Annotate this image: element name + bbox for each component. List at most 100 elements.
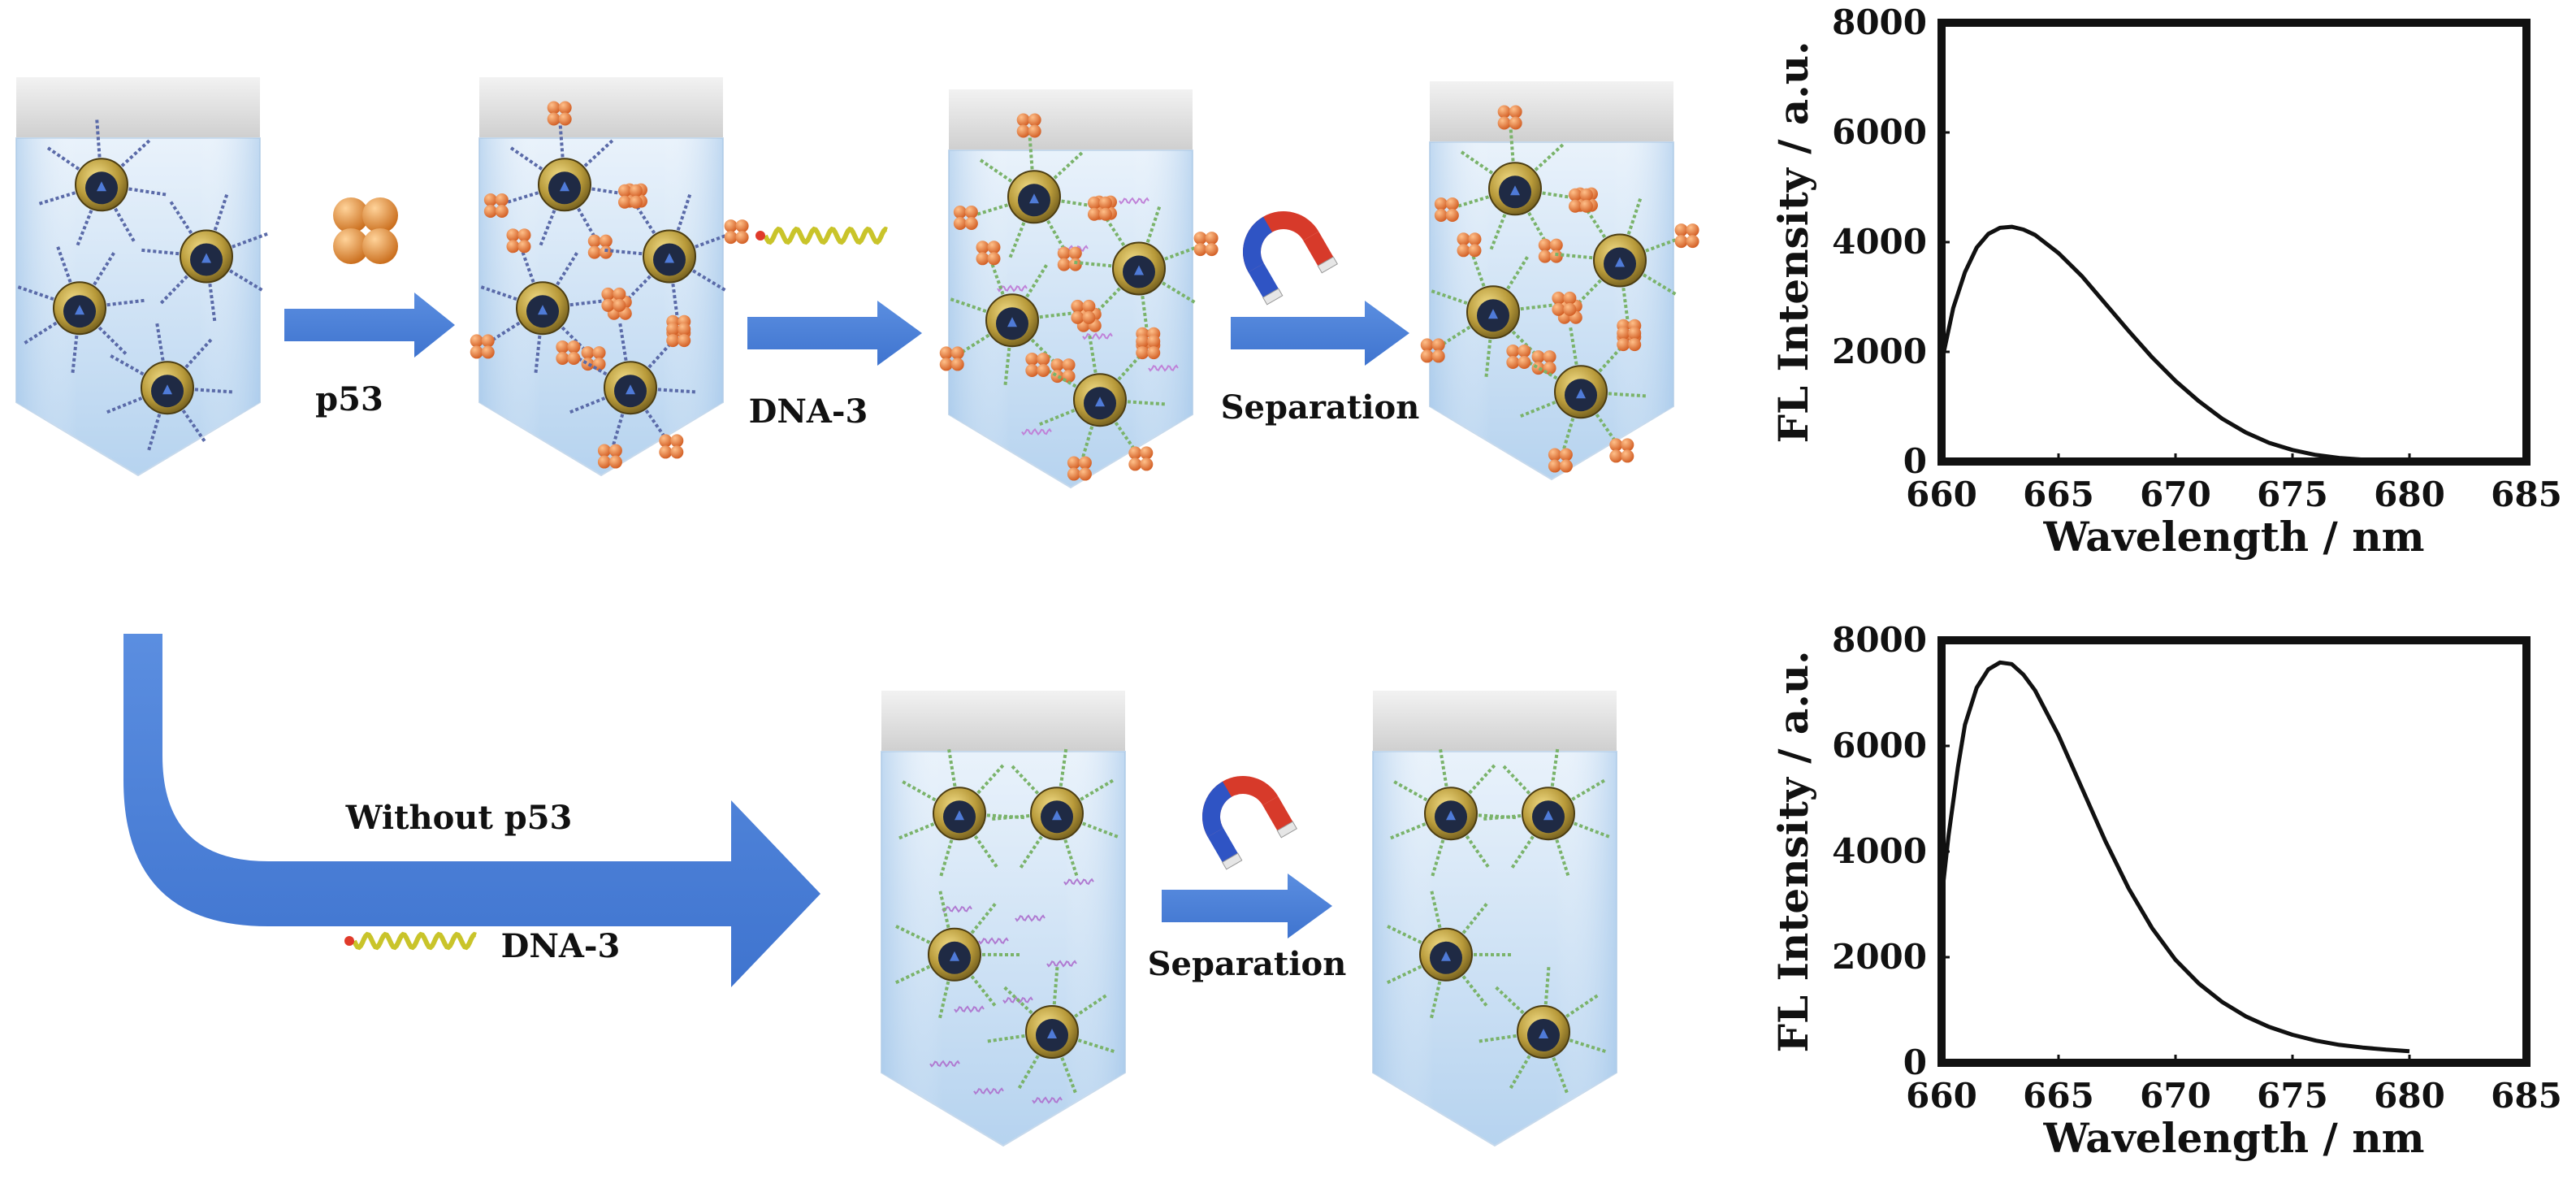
y-tick-label: 8000 — [1832, 620, 1927, 660]
bound-p53-protein — [1568, 188, 1593, 213]
y-tick-label: 4000 — [1832, 831, 1927, 871]
probe-strand — [1509, 835, 1535, 870]
probe-strand — [1060, 1056, 1078, 1095]
x-tick-label: 680 — [2374, 475, 2445, 514]
probe-strand — [500, 191, 539, 206]
label-dna3-top: DNA-3 — [749, 392, 868, 431]
probe-strand — [568, 397, 606, 414]
bound-p53-protein — [1067, 456, 1092, 481]
tube-cap — [1373, 691, 1617, 752]
fl-spectrum-line — [1939, 224, 2410, 464]
probe-strand — [938, 839, 954, 878]
probe-strand — [1574, 821, 1612, 839]
probe-strand — [1061, 199, 1101, 209]
probe-strand — [1003, 347, 1011, 387]
probe-strand — [1465, 834, 1491, 869]
probe-strand — [1450, 195, 1490, 210]
probe-strand — [609, 414, 625, 453]
bound-p53-protein — [1552, 291, 1577, 316]
probe-strand — [1063, 839, 1079, 878]
probe-strand — [1608, 392, 1647, 398]
bound-p53-protein — [953, 206, 978, 231]
probe-strand — [647, 337, 677, 369]
probe-strand — [22, 321, 58, 345]
probe-strand — [108, 353, 145, 376]
label-without-p53: Without p53 — [345, 799, 573, 837]
probe-strand — [1555, 839, 1570, 878]
dna-3-strand-icon-top — [755, 226, 888, 245]
probe-strand — [1087, 333, 1098, 373]
probe-strand — [1542, 191, 1582, 201]
bound-p53-protein — [1548, 448, 1573, 473]
bound-p53-protein — [1016, 113, 1041, 138]
probe-strand — [140, 248, 180, 256]
y-tick-label: 6000 — [1832, 112, 1927, 152]
tube-liquid-shading — [16, 138, 260, 475]
free-dna-strand — [978, 937, 1009, 945]
probe-strand — [897, 822, 935, 840]
probe-strand — [1435, 325, 1471, 349]
probe-strand — [894, 924, 931, 944]
probe-strand — [534, 335, 542, 375]
arrow-separation-bottom — [1162, 873, 1332, 938]
probe-strand — [1482, 814, 1522, 821]
probe-strand — [1025, 262, 1049, 298]
probe-strand — [1002, 985, 1033, 1015]
probe-strand — [571, 353, 608, 376]
probe-strand — [1645, 236, 1683, 253]
label-separation-bottom: Separation — [1148, 945, 1347, 983]
bound-p53-protein — [666, 323, 691, 348]
probe-strand — [1430, 839, 1445, 878]
probe-strand — [97, 326, 128, 357]
probe-strand — [518, 245, 535, 283]
bound-p53-protein — [976, 241, 1001, 266]
probe-strand — [1543, 965, 1551, 1005]
probe-strand — [1392, 779, 1428, 802]
probe-strand — [168, 199, 193, 235]
probe-strand — [1469, 249, 1486, 287]
probe-strand — [1522, 358, 1558, 380]
probe-strand — [1028, 130, 1034, 170]
probe-strand — [1568, 325, 1578, 365]
plot-frame — [1937, 19, 2531, 466]
probe-strand — [1037, 409, 1076, 427]
tube-cap — [1430, 81, 1673, 142]
bound-p53-protein — [939, 346, 964, 371]
bound-p53-protein — [1538, 238, 1563, 263]
probe-strand — [1385, 964, 1422, 986]
probe-strand — [1072, 260, 1112, 268]
probe-strand — [106, 298, 146, 307]
probe-strand — [1571, 778, 1607, 801]
bound-p53-protein — [1420, 338, 1445, 363]
probe-strand — [894, 964, 931, 986]
free-dna-strand — [1046, 960, 1077, 968]
bound-p53-protein — [617, 184, 643, 209]
arrow-without-p53 — [123, 634, 820, 987]
probe-strand — [1145, 205, 1162, 243]
probe-strand — [1046, 219, 1069, 256]
bound-p53-protein — [1193, 232, 1219, 257]
probe-strand — [1518, 401, 1556, 418]
bound-p53-protein — [1457, 232, 1482, 258]
bound-p53-protein — [556, 340, 581, 365]
tube-cap — [479, 77, 723, 138]
tube-cap — [16, 77, 260, 138]
x-tick-label: 685 — [2491, 1076, 2562, 1116]
probe-strand — [558, 118, 565, 158]
probe-strand — [1598, 341, 1627, 373]
tube-dna3-added — [939, 89, 1219, 489]
probe-strand — [184, 337, 214, 369]
x-tick-label: 675 — [2257, 475, 2328, 514]
probe-strand — [1553, 252, 1593, 260]
probe-strand — [45, 145, 80, 171]
free-dna-strand — [942, 905, 972, 913]
probe-strand — [1572, 279, 1602, 310]
probe-strand — [970, 975, 998, 1008]
bound-p53-protein — [1609, 438, 1634, 463]
probe-strand — [1582, 203, 1607, 239]
probe-strand — [955, 333, 990, 358]
x-tick-label: 680 — [2374, 1076, 2445, 1116]
